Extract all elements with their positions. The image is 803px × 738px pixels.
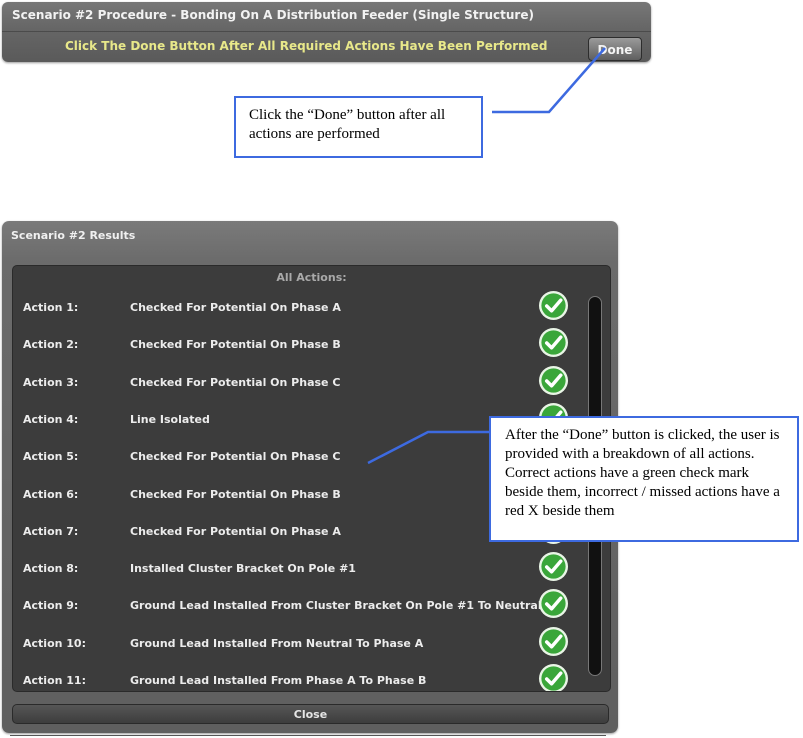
- action-number: Action 7:: [23, 524, 79, 538]
- actions-list-panel: All Actions: Action 1: Checked For Potent…: [12, 265, 611, 692]
- action-number: Action 4:: [23, 412, 79, 426]
- action-description: Ground Lead Installed From Phase A To Ph…: [130, 674, 427, 687]
- close-button[interactable]: Close: [12, 704, 609, 724]
- divider: [10, 735, 606, 736]
- check-mark-icon: [538, 626, 569, 656]
- action-number: Action 9:: [23, 599, 79, 613]
- action-number: Action 1:: [23, 301, 79, 314]
- procedure-instruction: Click The Done Button After All Required…: [65, 39, 548, 53]
- check-mark-icon: [538, 663, 569, 691]
- procedure-title: Scenario #2 Procedure - Bonding On A Dis…: [12, 8, 534, 22]
- action-description: Checked For Potential On Phase A: [130, 524, 341, 538]
- action-row: Action 9: Ground Lead Installed From Clus…: [13, 589, 588, 630]
- check-mark-icon: [538, 328, 569, 358]
- action-number: Action 5:: [23, 450, 79, 464]
- divider: [2, 31, 651, 32]
- action-description: Ground Lead Installed From Neutral To Ph…: [130, 636, 424, 650]
- results-title: Scenario #2 Results: [11, 229, 136, 242]
- procedure-panel: Scenario #2 Procedure - Bonding On A Dis…: [2, 2, 651, 62]
- check-mark-icon: [538, 290, 569, 321]
- action-number: Action 3:: [23, 375, 79, 389]
- action-number: Action 10:: [23, 636, 86, 650]
- action-description: Installed Cluster Bracket On Pole #1: [130, 562, 356, 576]
- action-description: Checked For Potential On Phase C: [130, 450, 341, 464]
- action-row: Action 11: Ground Lead Installed From Pha…: [13, 663, 588, 691]
- action-description: Checked For Potential On Phase A: [130, 301, 341, 314]
- check-mark-icon: [538, 552, 569, 582]
- actions-list-header: All Actions:: [276, 271, 347, 284]
- check-mark-icon: [538, 365, 569, 395]
- action-number: Action 6:: [23, 487, 79, 501]
- action-number: Action 11:: [23, 674, 86, 687]
- action-description: Checked For Potential On Phase B: [130, 487, 341, 501]
- action-number: Action 8:: [23, 562, 79, 576]
- action-row: Action 8: Installed Cluster Bracket On Po…: [13, 552, 588, 593]
- action-row: Action 1: Checked For Potential On Phase …: [13, 290, 588, 332]
- action-description: Ground Lead Installed From Cluster Brack…: [130, 599, 542, 613]
- action-row: Action 2: Checked For Potential On Phase …: [13, 328, 588, 369]
- action-number: Action 2:: [23, 338, 79, 352]
- action-description: Checked For Potential On Phase C: [130, 375, 341, 389]
- check-mark-icon: [538, 589, 569, 619]
- results-callout: After the “Done” button is clicked, the …: [489, 416, 799, 542]
- action-row: Action 3: Checked For Potential On Phase …: [13, 365, 588, 407]
- action-description: Line Isolated: [130, 412, 210, 426]
- done-callout: Click the “Done” button after all action…: [234, 96, 483, 158]
- action-description: Checked For Potential On Phase B: [130, 338, 341, 352]
- action-row: Action 10: Ground Lead Installed From Neu…: [13, 626, 588, 668]
- done-button[interactable]: Done: [588, 37, 642, 61]
